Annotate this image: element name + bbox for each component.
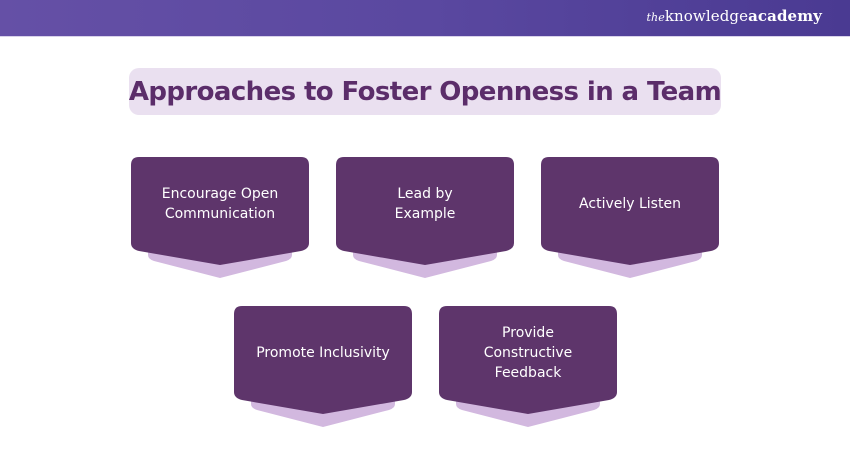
card-body bbox=[234, 306, 412, 414]
approach-card-encourage-open-communication: Encourage Open Communication bbox=[131, 157, 309, 279]
card-label: Actively Listen bbox=[579, 196, 681, 212]
card-shape bbox=[131, 157, 309, 278]
approach-card-promote-inclusivity: Promote Inclusivity bbox=[234, 306, 412, 428]
card-label: Provide Constructive Feedback bbox=[483, 325, 573, 381]
title-banner: Approaches to Foster Openness in a Team bbox=[128, 68, 722, 115]
card-body bbox=[541, 157, 719, 265]
page-title: Approaches to Foster Openness in a Team bbox=[128, 76, 722, 107]
card-label: Encourage Open Communication bbox=[161, 186, 279, 222]
brand-logo[interactable]: theknowledgeacademy bbox=[646, 7, 822, 25]
logo-the: the bbox=[646, 11, 665, 24]
card-label: Lead by Example bbox=[394, 186, 456, 222]
card-body bbox=[131, 157, 309, 265]
approach-card-lead-by-example: Lead by Example bbox=[336, 157, 514, 279]
card-shape bbox=[439, 306, 617, 427]
card-shape bbox=[234, 306, 412, 427]
card-body bbox=[439, 306, 617, 414]
logo-knowledge: knowledge bbox=[664, 7, 749, 25]
card-shape bbox=[541, 157, 719, 278]
card-label: Promote Inclusivity bbox=[256, 345, 390, 361]
logo-academy: academy bbox=[748, 7, 822, 25]
approach-card-actively-listen: Actively Listen bbox=[541, 157, 719, 279]
card-body bbox=[336, 157, 514, 265]
approach-card-provide-constructive-feedback: Provide Constructive Feedback bbox=[439, 306, 617, 428]
header-bar: theknowledgeacademy bbox=[0, 0, 850, 37]
card-shape bbox=[336, 157, 514, 278]
